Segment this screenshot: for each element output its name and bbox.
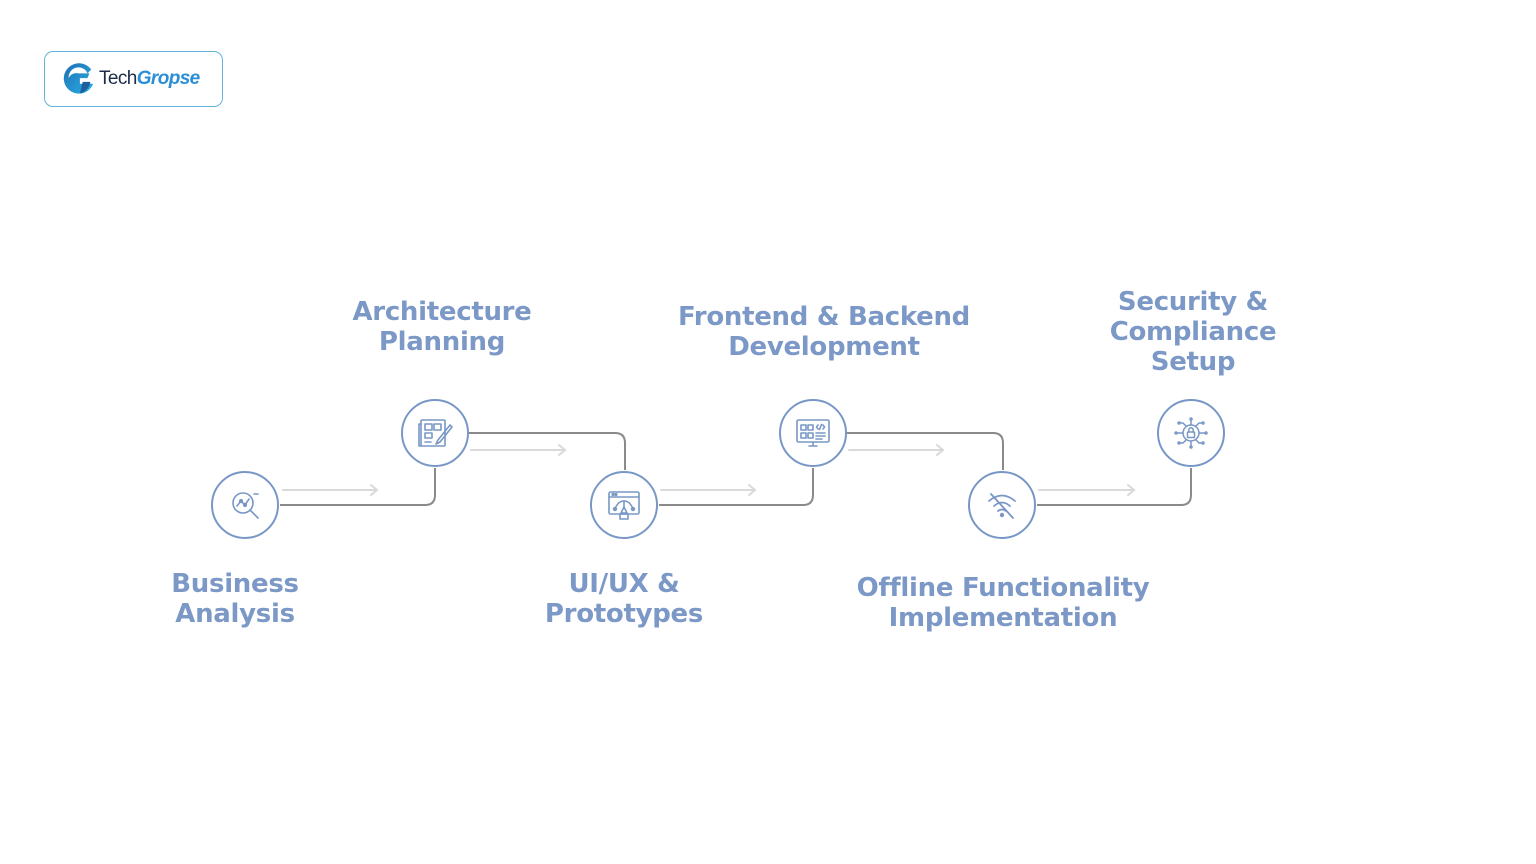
analysis-magnifier-icon [232,492,259,519]
arrow-4 [848,444,945,456]
step-node-business-analysis[interactable] [211,471,279,539]
step-label-line: Security & [1117,287,1269,317]
techgropse-logo[interactable]: TechGropse [44,51,223,107]
step-label-line: Implementation [888,603,1118,633]
connector-4-5 [847,432,1004,470]
step-label-line: Prototypes [544,599,704,629]
g-logo-icon [63,63,94,94]
arrow-3 [660,484,757,496]
step-label-line: Development [728,332,920,362]
step-node-security-compliance[interactable] [1157,399,1225,467]
logo-text-tech: Tech [99,68,137,89]
step-node-uiux-prototypes[interactable] [590,471,658,539]
logo-wordmark: TechGropse [99,67,200,91]
step-label-line: UI/UX & [568,569,680,599]
prototype-design-icon [608,491,640,520]
step-node-offline-functionality[interactable] [968,471,1036,539]
step-label-line: Architecture [352,297,532,327]
logo-text-gropse: Gropse [136,68,201,89]
connector-1-2 [280,468,436,506]
step-label-uiux-prototypes: UI/UX & Prototypes [545,569,703,629]
step-node-frontend-backend[interactable] [779,399,847,467]
step-label-line: Planning [378,327,506,357]
wifi-off-icon [988,493,1016,519]
step-label-line: Analysis [175,599,295,629]
step-label-line: Setup [1150,347,1236,377]
connector-5-6 [1037,468,1192,506]
step-label-business-analysis: Business Analysis [171,569,299,629]
step-label-line: Compliance [1109,317,1277,347]
step-label-line: Business [171,569,299,599]
connector-3-4 [659,468,814,506]
connector-2-3 [469,432,626,470]
step-label-architecture-planning: Architecture Planning [352,297,531,357]
step-label-frontend-backend: Frontend & Backend Development [678,302,970,362]
arrow-5 [1038,484,1136,496]
blueprint-icon [418,419,453,447]
step-label-security-compliance: Security & Compliance Setup [1110,287,1277,377]
step-node-architecture-planning[interactable] [401,399,469,467]
arrow-2 [470,444,567,456]
step-label-offline-functionality: Offline Functionality Implementation [857,573,1150,633]
monitor-code-icon [796,419,830,447]
security-lock-circuit-icon [1174,417,1208,449]
arrow-1 [282,484,379,496]
step-label-line: Offline Functionality [856,573,1150,603]
step-label-line: Frontend & Backend [678,302,970,332]
